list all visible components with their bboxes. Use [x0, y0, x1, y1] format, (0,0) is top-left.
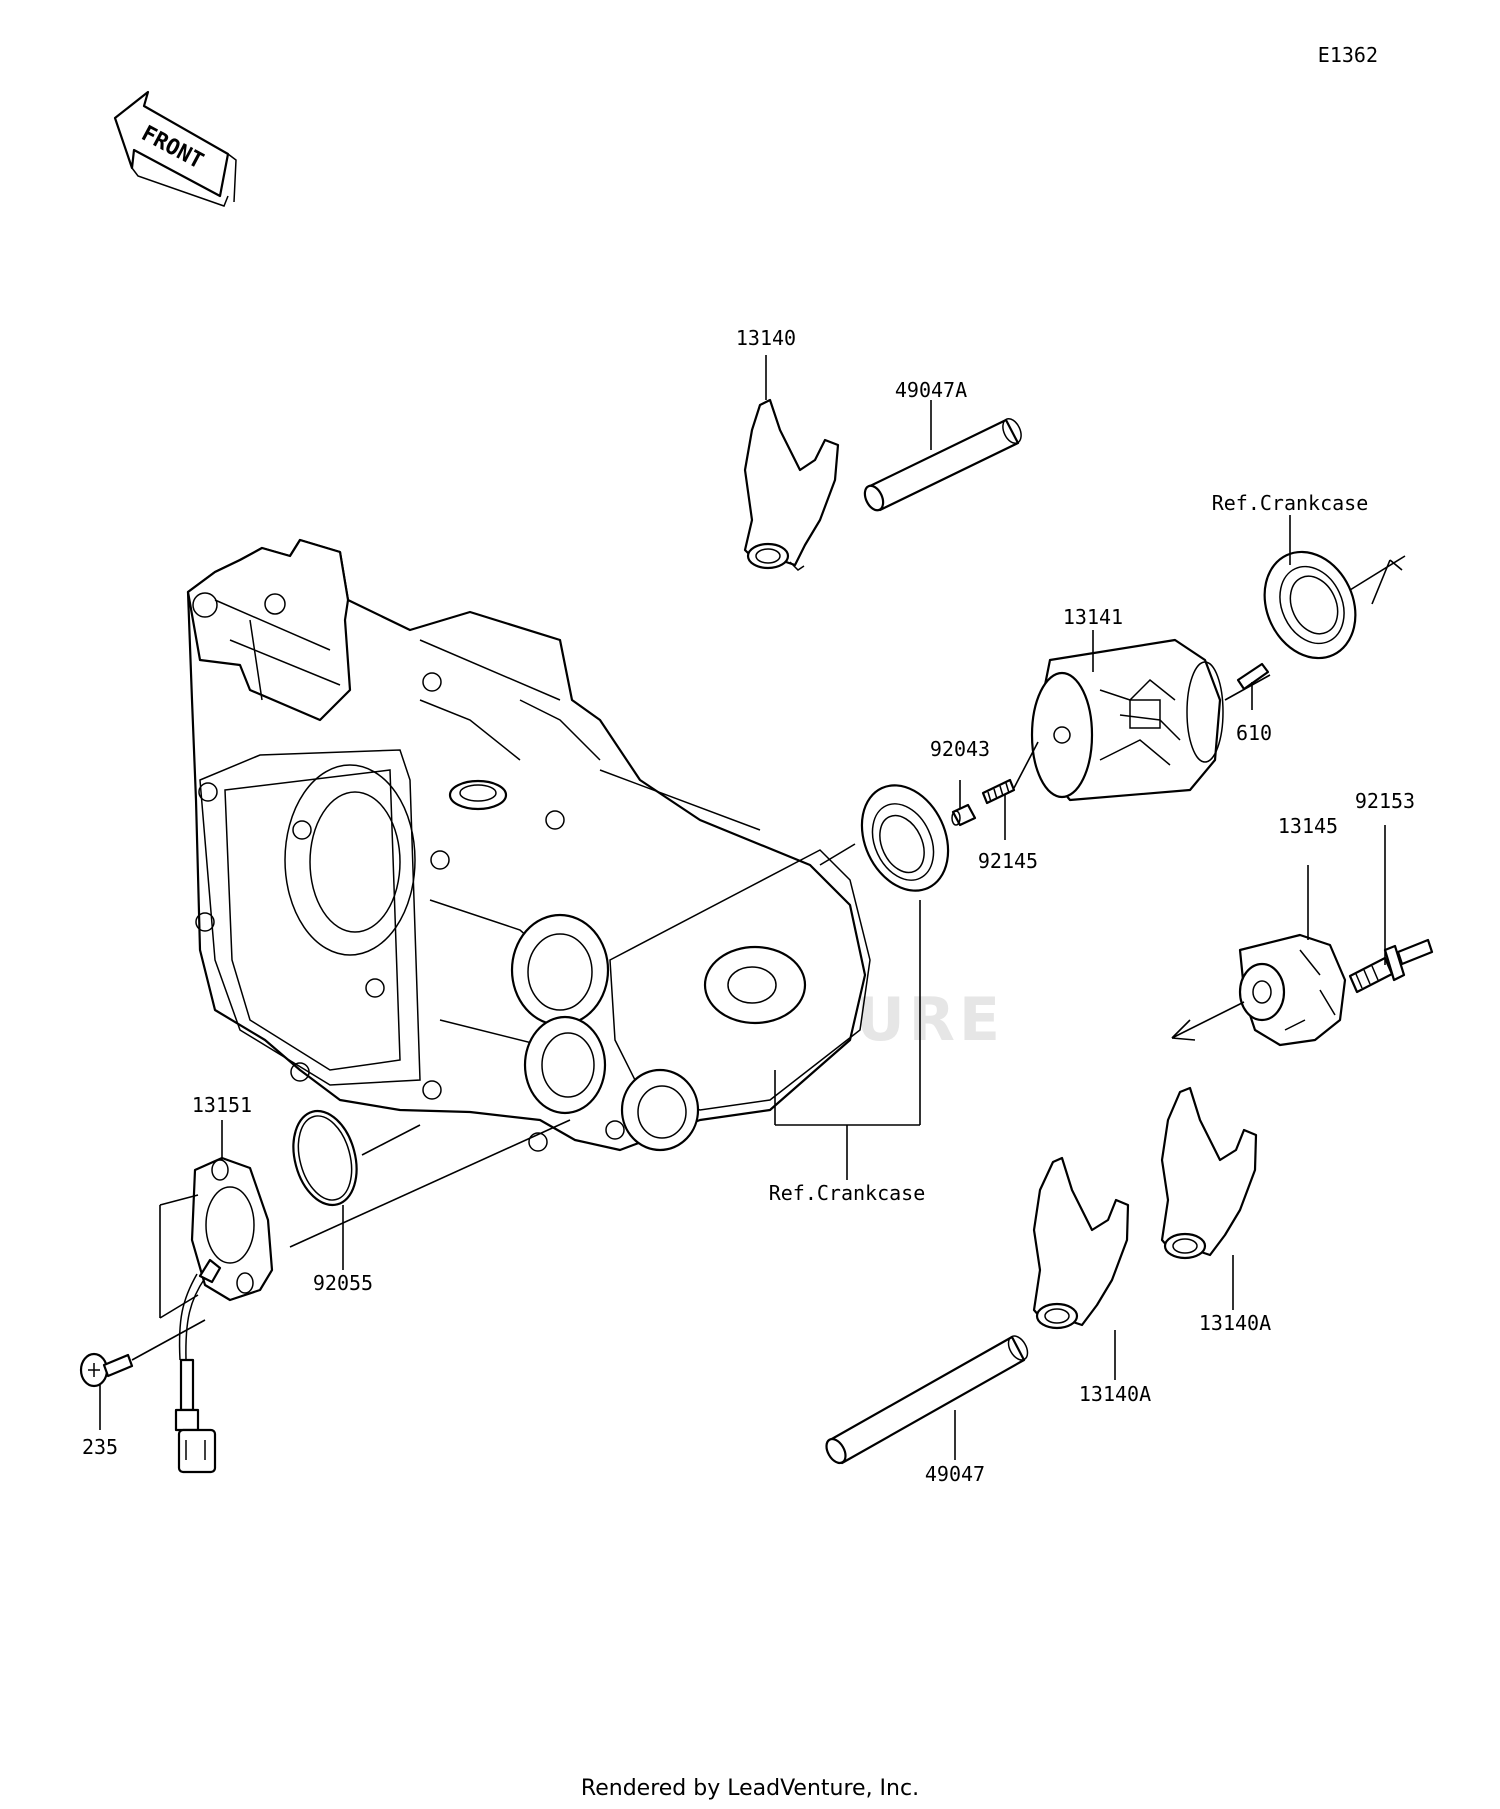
bearing-ref-crankcase-top — [1263, 550, 1357, 660]
leader-lines — [99, 355, 1406, 1460]
front-arrow-icon: FRONT — [113, 90, 237, 207]
footer-credit: Rendered by LeadVenture, Inc. — [581, 1776, 919, 1801]
callout-13141: 13141 — [1063, 605, 1123, 629]
shift-drum-13141 — [1030, 638, 1224, 802]
crankcase-housing — [186, 538, 871, 1152]
callout-92055: 92055 — [313, 1271, 373, 1295]
pin-92043 — [951, 803, 977, 827]
callout-92043: 92043 — [930, 737, 990, 761]
bearing-ref-crankcase-middle — [860, 784, 950, 892]
spring-92145 — [981, 778, 1016, 805]
shift-rod-49047a — [863, 417, 1022, 512]
diagram-code: E1362 — [1318, 43, 1378, 67]
callout-ref-crankcase-bottom: Ref.Crankcase — [769, 1181, 926, 1205]
callout-13151: 13151 — [192, 1093, 252, 1117]
callout-13140: 13140 — [736, 326, 796, 350]
callout-13140a-left: 13140A — [1079, 1382, 1151, 1406]
screw-235 — [79, 1352, 134, 1388]
shift-rod-49047 — [825, 1335, 1029, 1465]
callout-ref-crankcase-top: Ref.Crankcase — [1212, 491, 1369, 515]
shift-fork-13140a-right — [1160, 1086, 1258, 1260]
callout-13145: 13145 — [1278, 814, 1338, 838]
bolt-92153 — [1348, 938, 1434, 994]
callout-610: 610 — [1236, 721, 1272, 745]
callout-49047: 49047 — [925, 1462, 985, 1486]
shift-fork-13140a-left — [1032, 1156, 1130, 1330]
pin-610 — [1236, 662, 1270, 691]
drum-cam-13145 — [1238, 933, 1347, 1047]
callout-13140a-right: 13140A — [1199, 1311, 1271, 1335]
callout-92153: 92153 — [1355, 789, 1415, 813]
shift-fork-13140 — [743, 398, 840, 571]
callout-49047a: 49047A — [895, 378, 967, 402]
callout-235: 235 — [82, 1435, 118, 1459]
gear-position-sensor-13151 — [174, 1156, 274, 1474]
callout-92145: 92145 — [978, 849, 1038, 873]
o-ring-92055 — [292, 1109, 358, 1207]
